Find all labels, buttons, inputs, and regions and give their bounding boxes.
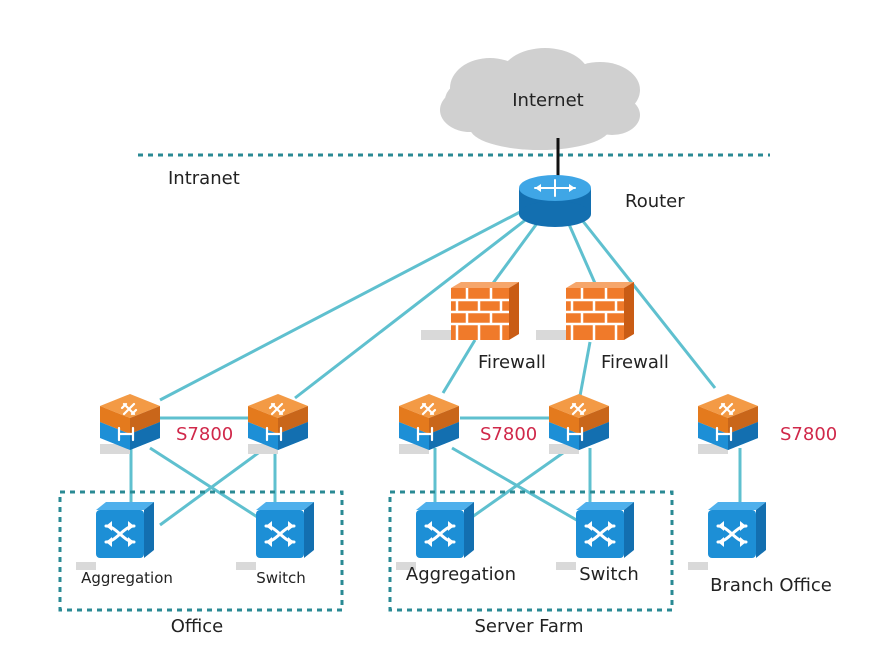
link-router-firewall-2: [566, 221, 600, 291]
firewall-icon: [534, 280, 636, 342]
s7800-office-label: S7800: [176, 424, 233, 445]
link-office-core1-switch: [149, 446, 263, 522]
stacked-switch-icon: [98, 392, 162, 456]
internet-label: Internet: [512, 90, 583, 111]
server-farm-group-label: Server Farm: [474, 616, 583, 637]
stacked-switch-icon: [246, 392, 310, 456]
stacked-switch-icon: [696, 392, 760, 456]
cloud-icon: [440, 48, 640, 150]
office-switch-label: Switch: [256, 569, 306, 587]
router-label: Router: [625, 191, 685, 212]
switch-icon: [554, 500, 636, 572]
branch-office-label: Branch Office: [710, 575, 832, 596]
stacked-switch-icon: [547, 392, 611, 456]
link-firewall-2-server-core: [578, 341, 592, 397]
firewall-1-label: Firewall: [478, 352, 546, 373]
office-group-label: Office: [171, 616, 224, 637]
link-router-office-core-1: [159, 210, 521, 402]
server-aggregation-label: Aggregation: [406, 564, 516, 585]
network-links: [129, 210, 742, 527]
office-group-box: [58, 490, 344, 612]
firewall-2-label: Firewall: [601, 352, 669, 373]
link-server-core2-agg: [464, 446, 571, 524]
s7800-branch-label: S7800: [780, 424, 837, 445]
office-aggregation-label: Aggregation: [81, 569, 173, 587]
link-office-core2-agg: [159, 446, 266, 527]
server-farm-group-box: [388, 490, 674, 612]
intranet-label: Intranet: [168, 168, 240, 189]
server-switch-label: Switch: [579, 564, 639, 585]
stacked-switch-icon: [397, 392, 461, 456]
link-router-branch-core: [580, 219, 717, 389]
link-firewall-1-server-core: [441, 339, 477, 394]
s7800-server-label: S7800: [480, 424, 537, 445]
switch-icon: [394, 500, 476, 572]
link-router-office-core-2: [294, 216, 529, 400]
switch-icon: [74, 500, 156, 572]
switch-icon: [686, 500, 768, 572]
router-icon: [519, 175, 591, 227]
link-router-firewall-1: [486, 221, 540, 291]
